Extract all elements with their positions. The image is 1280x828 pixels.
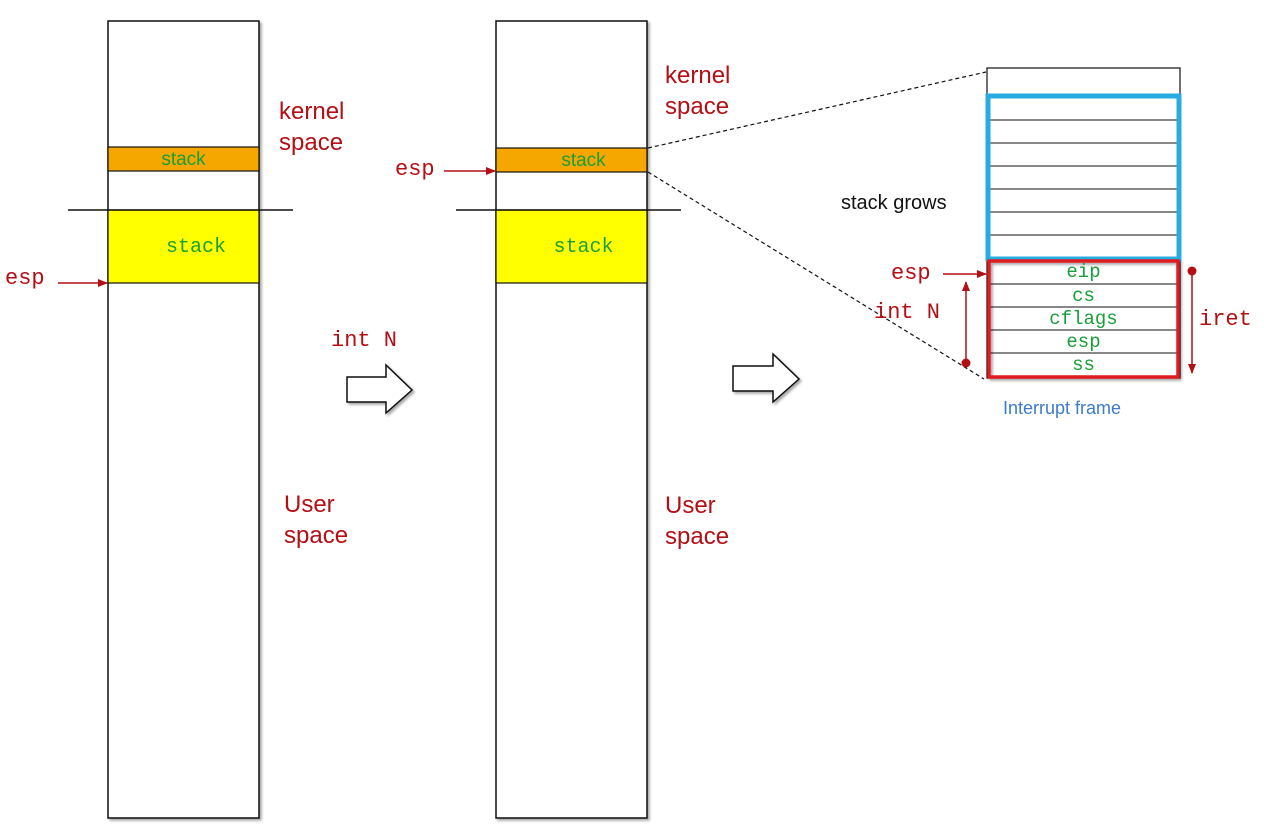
hollow-right-arrow-icon xyxy=(732,352,801,404)
user-stack-block xyxy=(495,209,648,284)
iret-label: iret xyxy=(1199,307,1252,332)
int-n-label: int N xyxy=(331,328,398,353)
zoom-line-top xyxy=(647,71,987,149)
zoomed-kernel-stack xyxy=(985,67,1182,379)
frame-entry-cs: cs xyxy=(1072,285,1095,307)
memory-column-before xyxy=(58,20,293,819)
frame-entry-cflags: cflags xyxy=(1049,308,1118,330)
interrupt-frame-highlight xyxy=(987,259,1180,379)
int-n-frame-label: int N xyxy=(874,300,941,325)
esp-label: esp xyxy=(5,266,45,291)
esp-label: esp xyxy=(395,157,435,182)
user-stack-label: stack xyxy=(553,236,614,259)
user-stack-label: stack xyxy=(165,236,226,259)
iret-dot-icon xyxy=(1187,266,1197,276)
kernel-stack-block xyxy=(107,146,260,172)
frame-esp-label: esp xyxy=(891,261,931,286)
kernel-stack-block xyxy=(495,147,648,173)
hollow-right-arrow-icon xyxy=(346,363,414,415)
zoom-line-bottom xyxy=(647,171,985,380)
interrupt-frame-caption: Interrupt frame xyxy=(1003,398,1122,418)
stack-grows-highlight xyxy=(985,93,1182,262)
kernel-stack-label: stack xyxy=(161,149,206,170)
kernel-stack-label: stack xyxy=(561,150,606,171)
int-n-dot-icon xyxy=(961,358,971,368)
stack-grows-label: stack grows xyxy=(841,192,947,214)
frame-entry-ss: ss xyxy=(1072,354,1095,376)
memory-column-after xyxy=(444,20,681,819)
frame-entry-esp: esp xyxy=(1066,331,1101,353)
frame-entry-eip: eip xyxy=(1066,261,1101,283)
